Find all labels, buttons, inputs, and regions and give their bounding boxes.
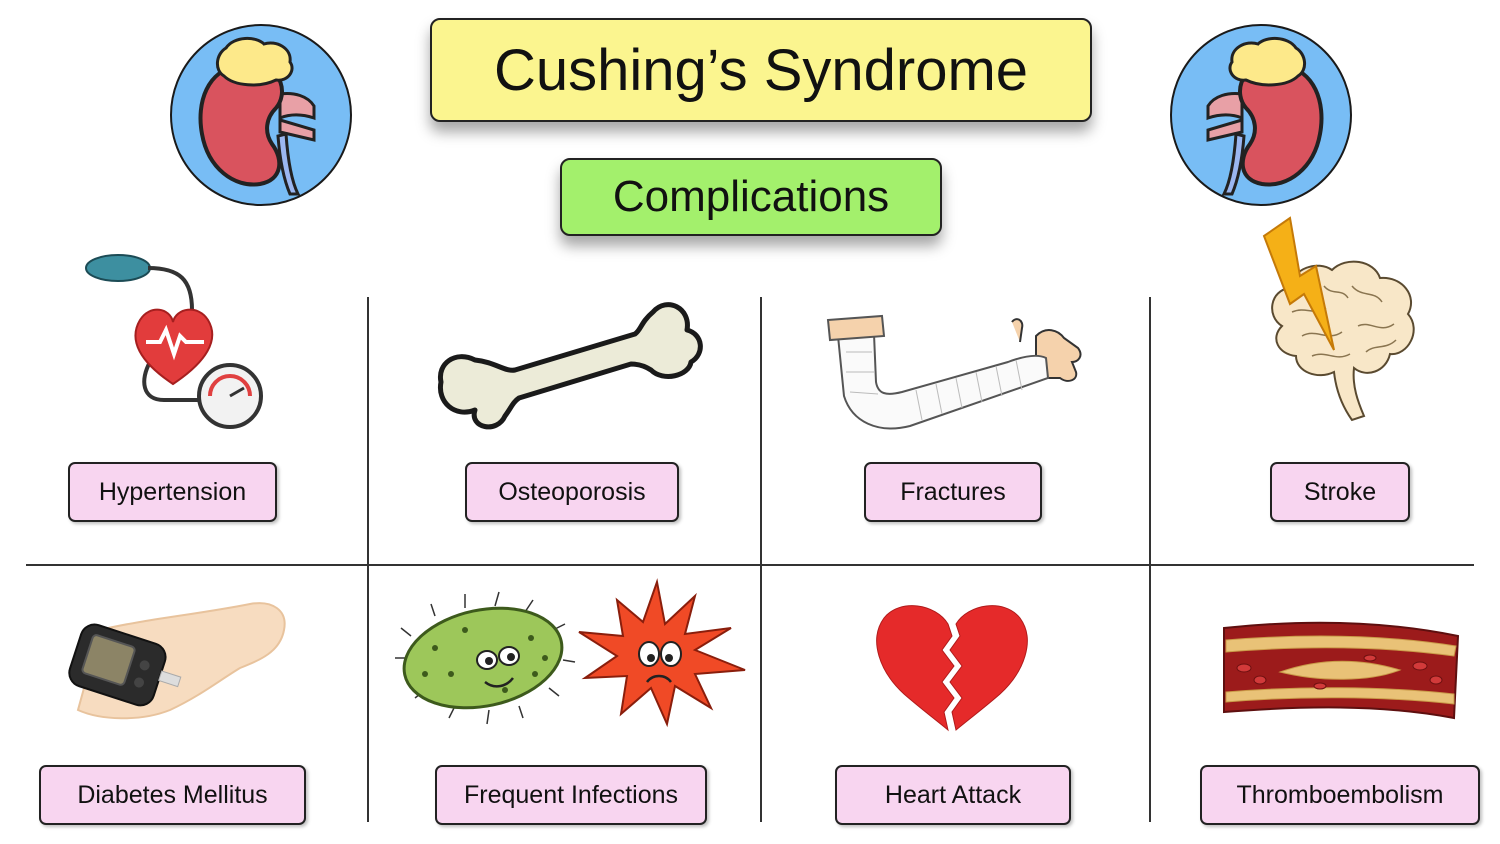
- arm-cast-icon: [826, 314, 1082, 430]
- kidney-adrenal-icon-right: [1170, 24, 1352, 206]
- grid-divider-horizontal: [26, 564, 1474, 566]
- blood-pressure-heart-icon: [85, 254, 263, 429]
- grid-divider-vertical-2: [760, 297, 762, 822]
- blood-vessel-clot-icon: [1223, 621, 1460, 720]
- label-fractures: Fractures: [864, 462, 1042, 522]
- germs-icon: [395, 578, 746, 728]
- brain-lightning-icon: [1262, 216, 1415, 422]
- label-diabetes-mellitus: Diabetes Mellitus: [39, 765, 306, 825]
- label-thromboembolism: Thromboembolism: [1200, 765, 1480, 825]
- label-osteoporosis: Osteoporosis: [465, 462, 679, 522]
- glucose-meter-icon: [68, 602, 286, 720]
- grid-divider-vertical-1: [367, 297, 369, 822]
- label-frequent-infections: Frequent Infections: [435, 765, 707, 825]
- bone-icon: [437, 302, 703, 430]
- page-subtitle: Complications: [560, 158, 942, 236]
- label-heart-attack: Heart Attack: [835, 765, 1071, 825]
- broken-heart-icon: [876, 605, 1028, 732]
- kidney-adrenal-icon-left: [170, 24, 352, 206]
- page-title: Cushing’s Syndrome: [430, 18, 1092, 122]
- label-stroke: Stroke: [1270, 462, 1410, 522]
- grid-divider-vertical-3: [1149, 297, 1151, 822]
- label-hypertension: Hypertension: [68, 462, 277, 522]
